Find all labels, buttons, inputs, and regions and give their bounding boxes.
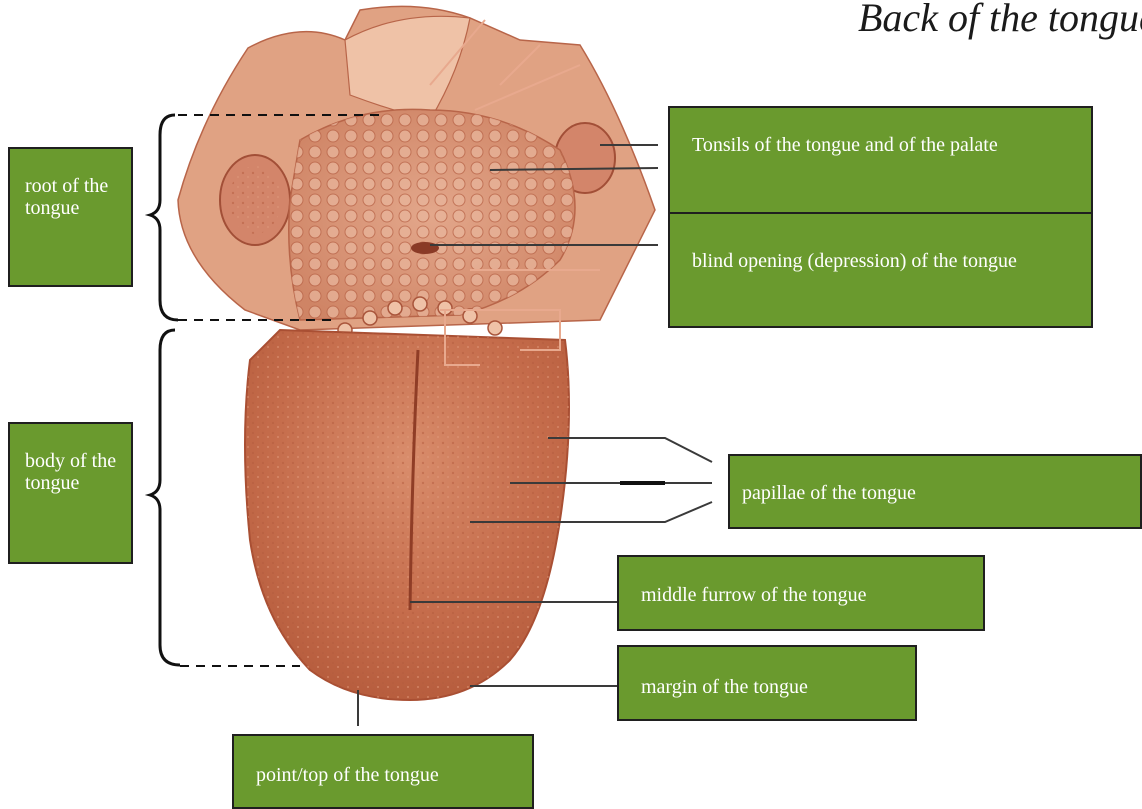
left-tonsil-texture <box>229 166 281 234</box>
root-bracket <box>150 115 178 320</box>
point-label: point/top of the tongue <box>232 734 534 809</box>
middle-furrow-label: middle furrow of the tongue <box>617 555 985 631</box>
diagram-title: Back of the tongue <box>858 0 1142 41</box>
papillae-label: papillae of the tongue <box>728 454 1142 529</box>
body-bracket <box>150 330 180 665</box>
body-label: body of the tongue <box>8 422 133 564</box>
margin-label: margin of the tongue <box>617 645 917 721</box>
root-label: root of the tongue <box>8 147 133 287</box>
tongue-body-texture <box>245 330 569 700</box>
tonsils-label: Tonsils of the tongue and of the palate <box>668 106 1093 216</box>
blind-opening <box>411 242 439 254</box>
blind-opening-label: blind opening (depression) of the tongue <box>668 212 1093 328</box>
